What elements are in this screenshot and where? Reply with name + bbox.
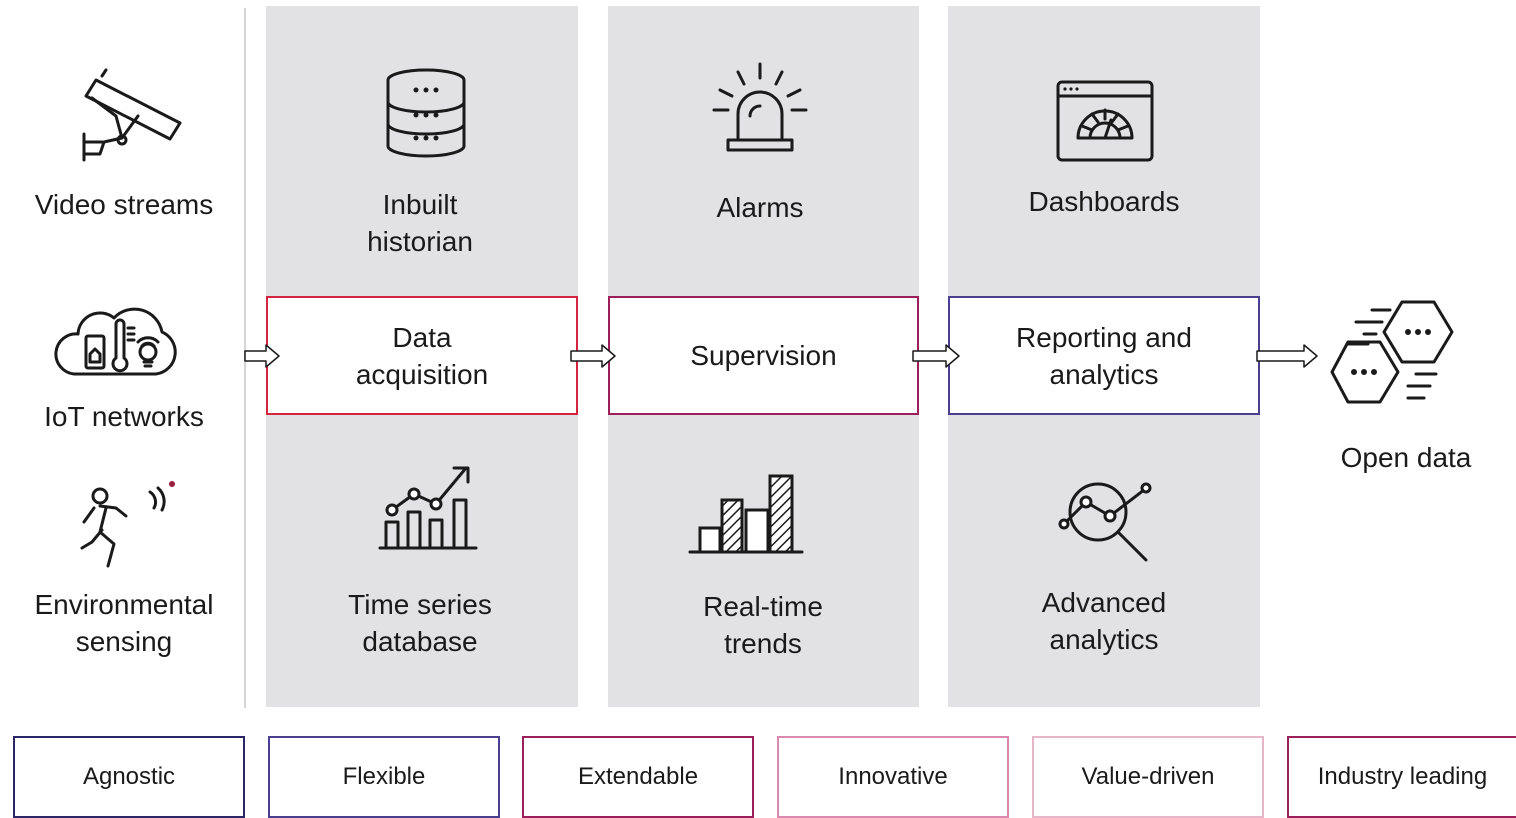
source-label-video: Video streams	[34, 189, 214, 220]
analytics-magnifier-icon	[1058, 482, 1152, 562]
attribute-label: Extendable	[577, 763, 699, 790]
column-2-top-label: Alarms	[716, 192, 804, 223]
source-label-environmental: Environmental sensing	[34, 589, 214, 657]
growth-chart-icon	[378, 466, 478, 550]
motion-sensor-icon	[80, 481, 175, 568]
source-label-iot: IoT networks	[44, 401, 204, 432]
attribute-label: Agnostic	[82, 763, 176, 790]
stage-label: Supervision	[690, 340, 837, 371]
attribute-label: Value-driven	[1081, 763, 1215, 790]
database-server-icon	[386, 68, 466, 158]
stage-data-acquisition: Data acquisition	[266, 296, 578, 415]
attribute-innovative: Innovative	[777, 736, 1009, 818]
hexagon-data-icon	[1330, 300, 1454, 404]
iot-cloud-icon	[54, 307, 177, 376]
stage-label: Reporting and analytics	[1016, 321, 1192, 390]
column-3-bottom-label: Advanced analytics	[1041, 587, 1167, 655]
stage-reporting-analytics: Reporting and analytics	[948, 296, 1260, 415]
attribute-industry-leading: Industry leading	[1287, 736, 1516, 818]
column-3-top-label: Dashboards	[1028, 186, 1180, 217]
attribute-label: Flexible	[342, 763, 426, 790]
flow-arrow-1	[244, 344, 280, 368]
column-1-top-label: Inbuilt historian	[367, 189, 473, 257]
column-2-bottom-label: Real-time trends	[703, 591, 823, 659]
stage-supervision: Supervision	[608, 296, 919, 415]
column-1-bottom-label: Time series database	[348, 589, 492, 657]
output-label: Open data	[1340, 442, 1472, 473]
bar-chart-icon	[688, 474, 804, 554]
flow-arrow-2	[570, 344, 616, 368]
attribute-label: Innovative	[838, 763, 948, 790]
dashboard-gauge-icon	[1056, 80, 1154, 162]
attribute-extendable: Extendable	[522, 736, 754, 818]
attribute-agnostic: Agnostic	[13, 736, 245, 818]
attribute-value-driven: Value-driven	[1032, 736, 1264, 818]
attribute-flexible: Flexible	[268, 736, 500, 818]
cctv-camera-icon	[82, 68, 182, 162]
stage-label: Data acquisition	[355, 321, 489, 390]
attribute-label: Industry leading	[1317, 763, 1488, 790]
flow-arrow-4	[1256, 344, 1318, 368]
flow-arrow-3	[912, 344, 960, 368]
alarm-siren-icon	[712, 62, 808, 152]
